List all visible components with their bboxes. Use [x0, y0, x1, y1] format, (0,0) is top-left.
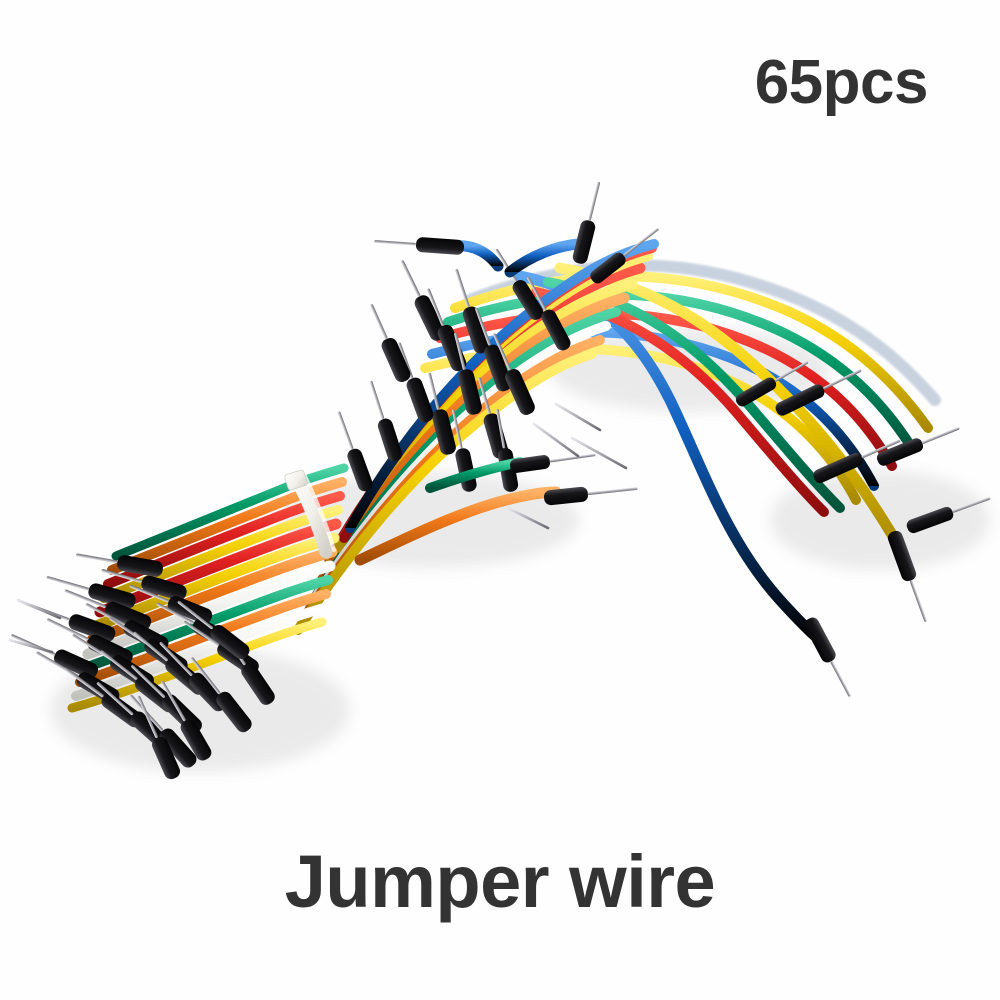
right-connector-ends — [735, 361, 991, 697]
top-blue-wire — [374, 181, 659, 284]
orange-breakout-wire — [354, 453, 638, 566]
stray-pins — [8, 402, 628, 654]
left-connector-forest — [11, 553, 275, 780]
quantity-label: 65pcs — [754, 48, 929, 117]
cable-tie — [284, 463, 336, 559]
product-title-label: Jumper wire — [284, 840, 716, 923]
